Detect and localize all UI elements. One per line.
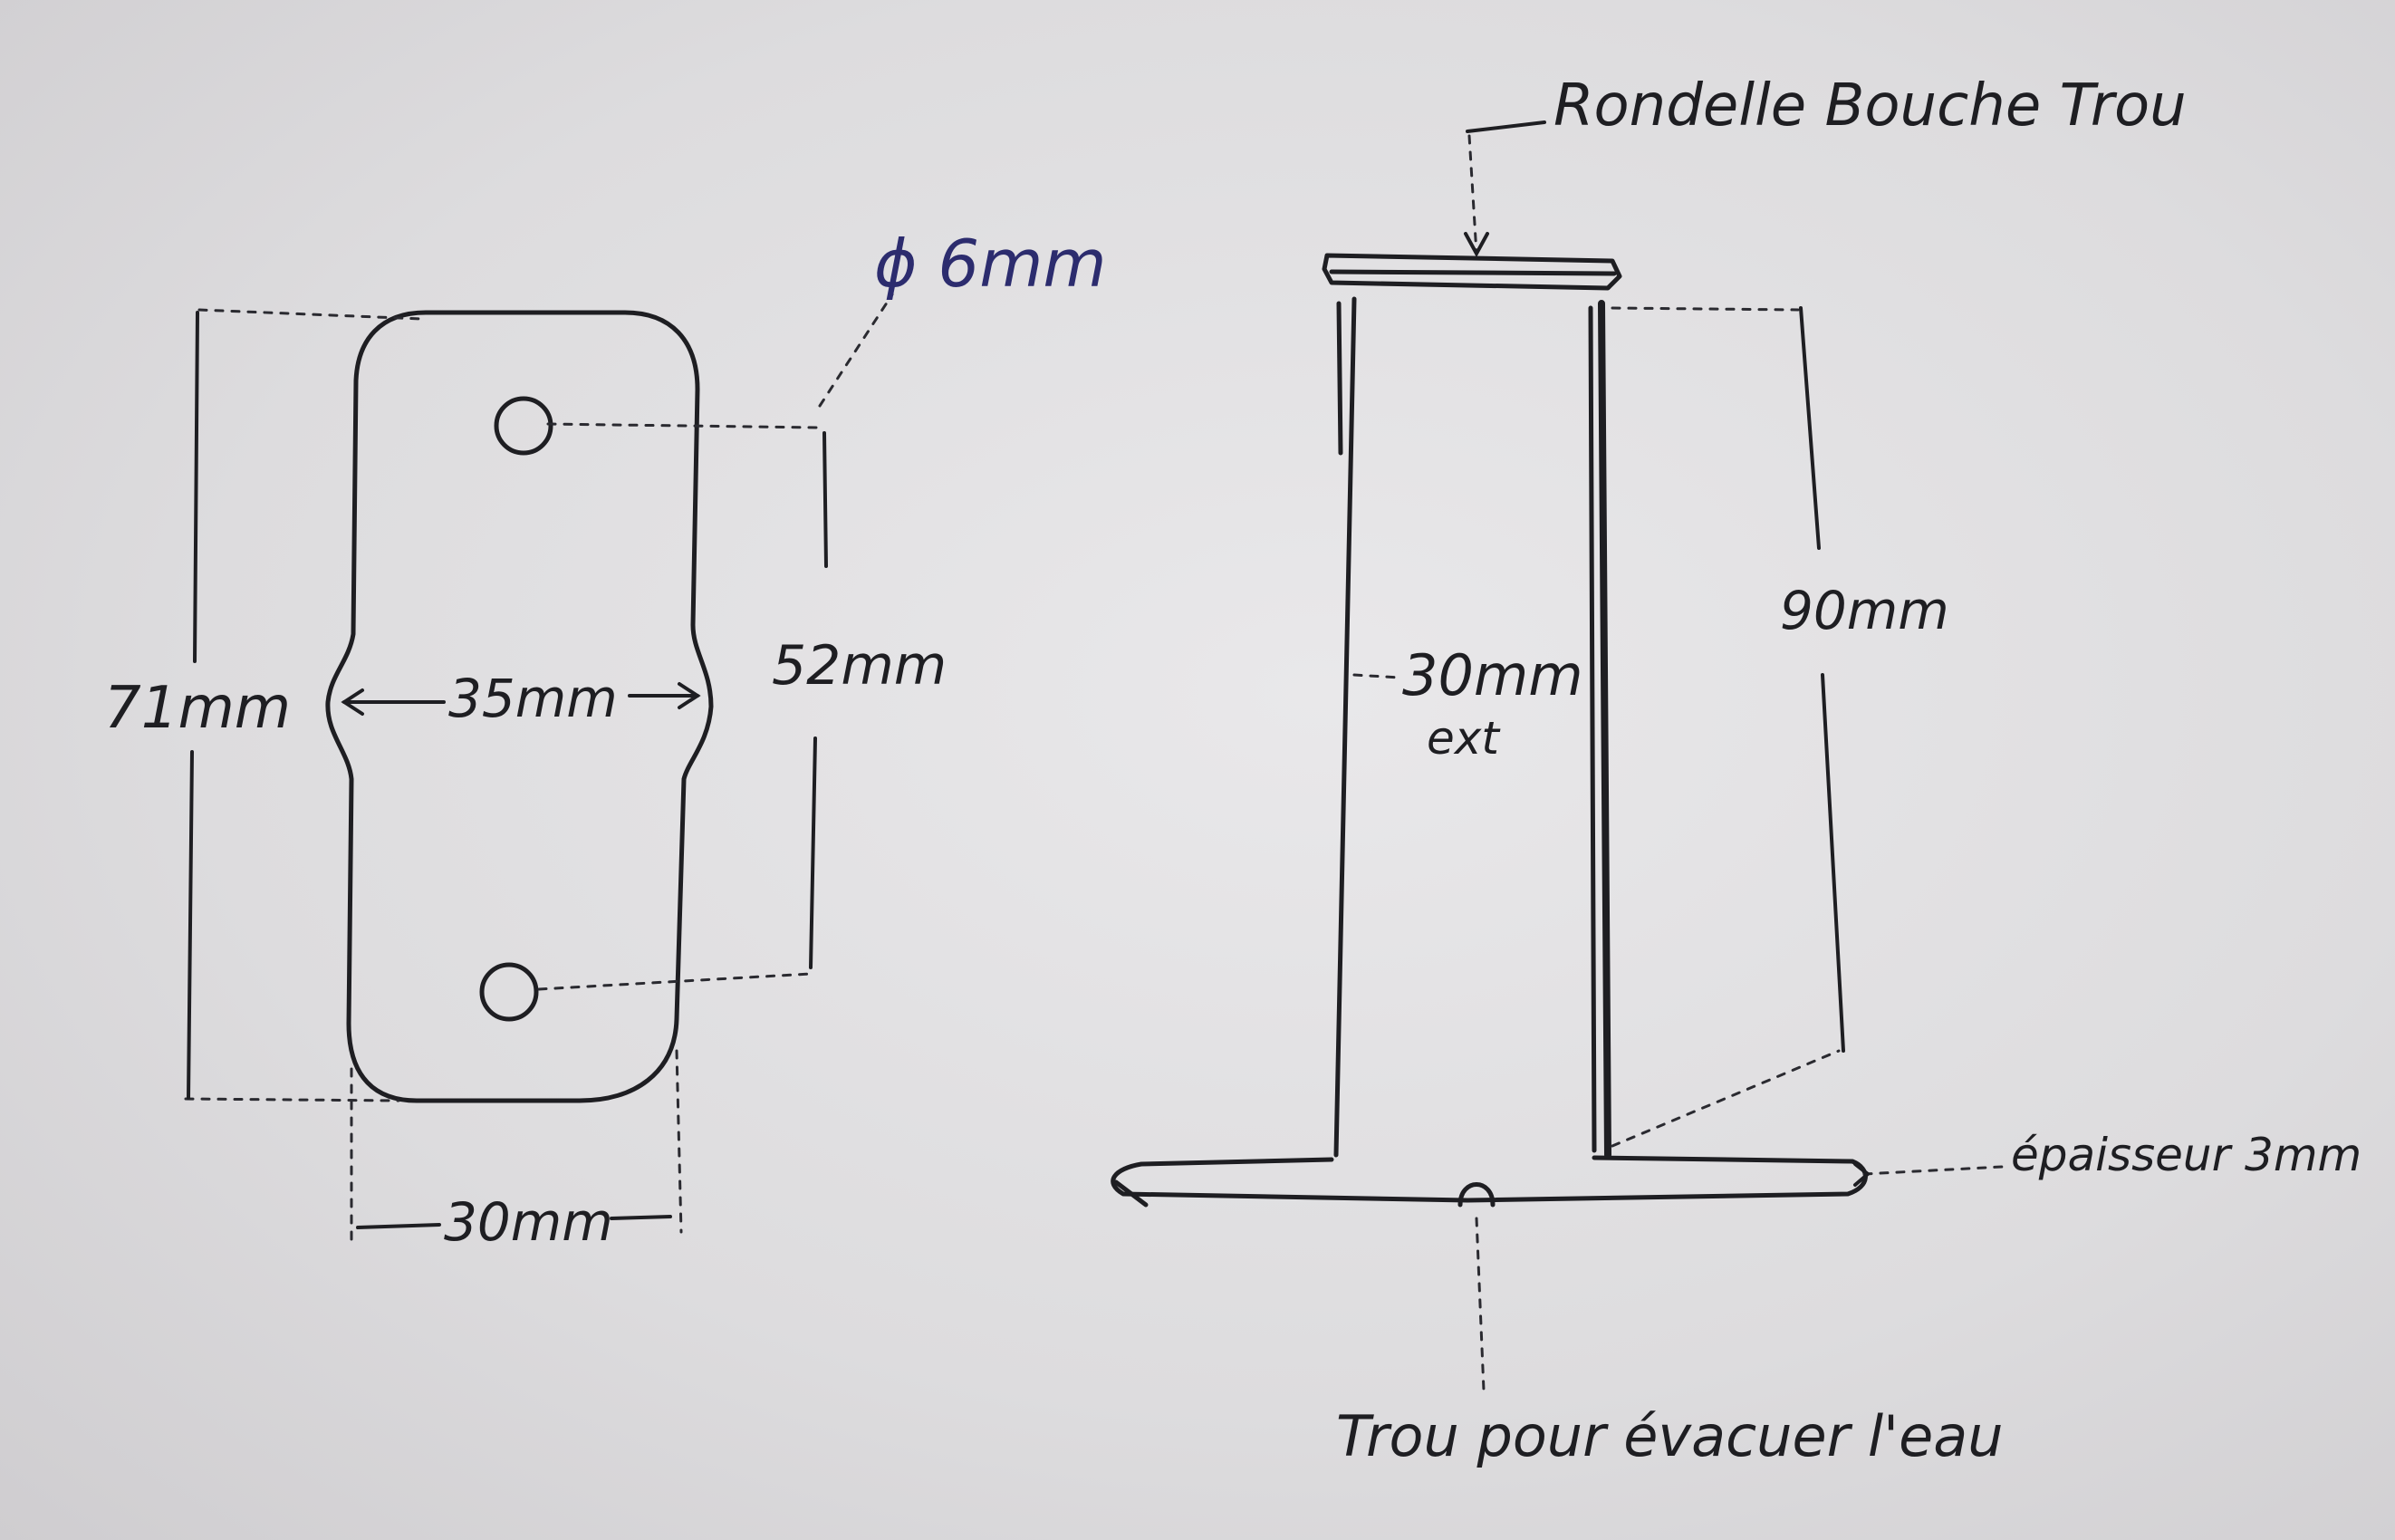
mid-width-label: 35mm: [448, 668, 618, 729]
tube-height-dimension: [1799, 306, 1821, 550]
washer: [1322, 253, 1622, 291]
tube-diameter-value: 30mm: [1402, 642, 1583, 708]
washer-label: Rondelle Bouche Trou: [1553, 72, 2187, 140]
plate-thickness-label: épaisseur 3mm: [2011, 1129, 2362, 1181]
hole-spacing-dimension: [822, 431, 828, 568]
tube-left-wall: [1333, 296, 1357, 1158]
base-width-label: 30mm: [444, 1191, 613, 1253]
top-hole: [494, 396, 553, 456]
base-width-dimension: [356, 1223, 441, 1229]
mounting-plate-view: [184, 293, 894, 1243]
drain-hole: [1457, 1182, 1496, 1208]
overall-height-dimension: [193, 311, 199, 663]
bottom-hole: [479, 962, 539, 1022]
tube-right-wall: [1598, 300, 1611, 1159]
plate-outline: [325, 310, 714, 1103]
tube-diameter-note: ext: [1427, 712, 1499, 765]
tube-height-label: 90mm: [1780, 580, 1949, 641]
overall-height-label: 71mm: [104, 675, 292, 742]
hole-spacing-label: 52mm: [772, 634, 947, 698]
tube-assembly-view: [1111, 120, 2004, 1392]
hole-diameter-label: ϕ 6mm: [874, 226, 1107, 302]
drain-hole-label: Trou pour évacuer l'eau: [1336, 1403, 2004, 1469]
